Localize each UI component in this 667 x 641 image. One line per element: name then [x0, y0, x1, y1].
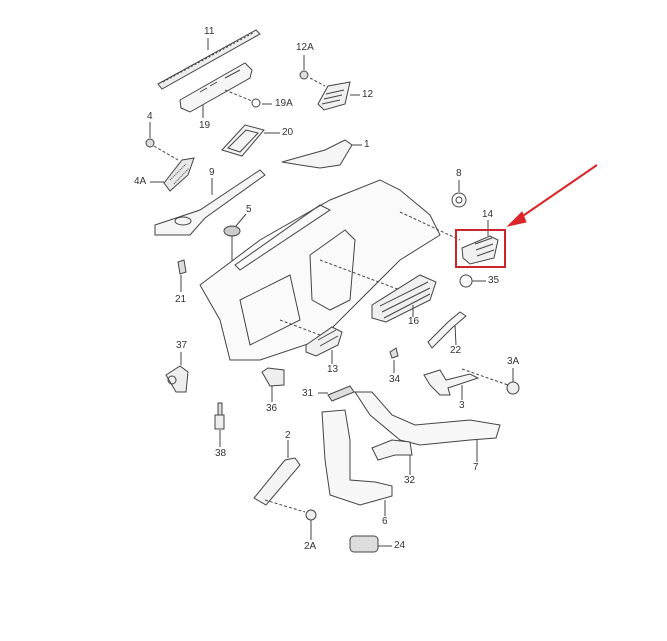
part-31-vent-grille [318, 385, 355, 402]
label-8: 8 [456, 168, 462, 179]
highlight-box-part-14 [455, 229, 506, 268]
part-4A-speaker-grille [145, 122, 195, 192]
label-3: 3 [459, 400, 465, 411]
part-20-bezel [221, 124, 280, 157]
part-14-vent [461, 220, 499, 265]
label-38: 38 [215, 448, 227, 459]
label-7: 7 [473, 462, 479, 473]
label-35: 35 [488, 275, 500, 286]
label-31: 31 [302, 388, 314, 399]
part-2-bracket [253, 440, 317, 540]
part-1-trim [281, 139, 362, 169]
part-12-side-vent [299, 55, 360, 111]
part-3-bracket [423, 368, 520, 400]
part-37-sensor-bracket [165, 352, 189, 393]
part-19-defrost-vent [179, 62, 253, 118]
part-21-clip [177, 259, 187, 292]
label-2: 2 [285, 430, 291, 441]
label-32: 32 [404, 475, 416, 486]
part-13-vent [305, 326, 343, 364]
label-12: 12 [362, 89, 374, 100]
label-5: 5 [246, 204, 252, 215]
label-4: 4 [147, 111, 153, 122]
part-22-hose [427, 311, 467, 349]
label-21: 21 [175, 294, 187, 305]
part-24-grille [349, 535, 392, 553]
label-36: 36 [266, 403, 278, 414]
label-16: 16 [408, 316, 420, 327]
label-4A: 4A [134, 176, 147, 187]
label-24: 24 [394, 540, 406, 551]
label-1: 1 [364, 139, 370, 150]
part-11-defroster-strip [157, 29, 261, 90]
label-20: 20 [282, 127, 294, 138]
part-8-cap [451, 180, 467, 208]
highlight-arrow [506, 164, 598, 227]
label-37: 37 [176, 340, 188, 351]
part-7-duct [354, 391, 501, 462]
label-22: 22 [450, 345, 462, 356]
part-38-sensor [214, 402, 225, 447]
part-36-switch [261, 367, 285, 402]
label-11: 11 [204, 26, 215, 37]
part-35-knob [459, 274, 486, 288]
label-6: 6 [382, 516, 388, 527]
part-9-pillar-trim [154, 169, 266, 236]
dashboard-panel [199, 179, 461, 361]
part-34-clip [389, 347, 399, 373]
label-19: 19 [199, 120, 211, 131]
label-14: 14 [482, 209, 494, 220]
label-13: 13 [327, 364, 339, 375]
part-6-duct [321, 409, 393, 516]
label-9: 9 [209, 167, 215, 178]
label-12A: 12A [296, 42, 314, 53]
label-34: 34 [389, 374, 401, 385]
part-16-center-vent [371, 274, 437, 323]
label-3A: 3A [507, 356, 520, 367]
label-19A: 19A [275, 98, 293, 109]
label-2A: 2A [304, 541, 317, 552]
part-32-duct-end [371, 439, 413, 475]
part-19A-clip [251, 98, 272, 108]
